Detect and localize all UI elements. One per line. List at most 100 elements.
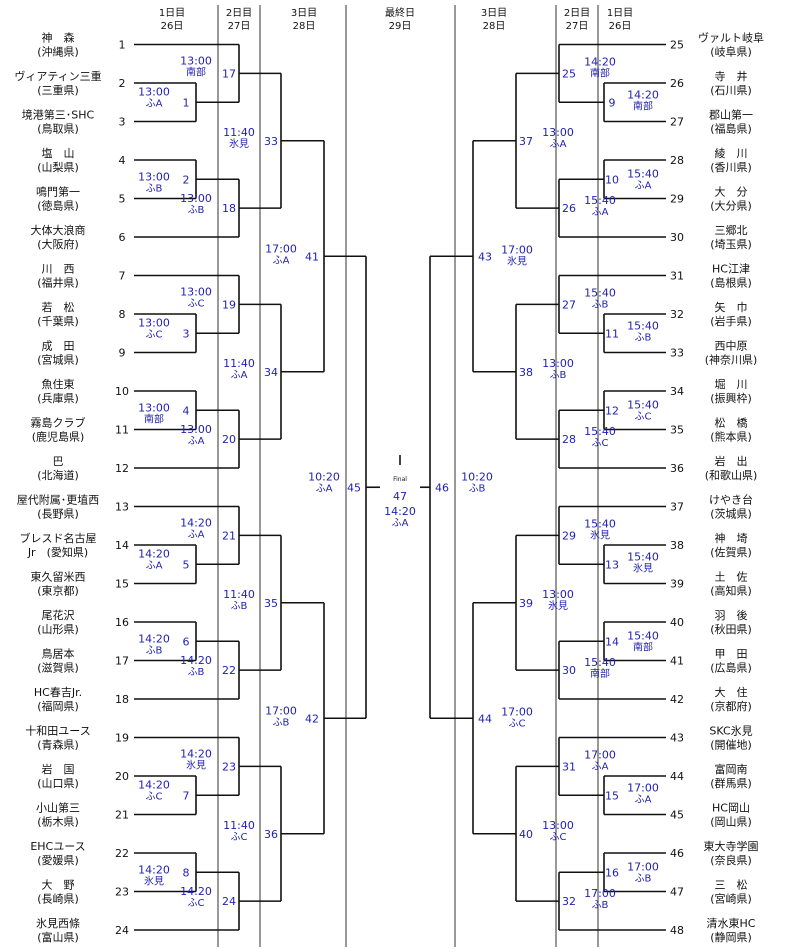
match-37-time: 13:00 [542, 126, 574, 139]
team-prefecture: (広島県) [710, 661, 752, 675]
team-name: 松 橋 [715, 416, 748, 430]
match-27-venue: ふB [592, 298, 609, 310]
match-4-venue: 南部 [144, 412, 164, 425]
team-prefecture: (三重県) [37, 83, 79, 97]
header-day3-date: 28日 [293, 21, 316, 32]
header-day1-date: 26日 [161, 21, 184, 32]
team-name: 魚住東 [42, 377, 75, 391]
match-2-number: 2 [183, 173, 190, 186]
team-name: 鳴門第一 [36, 185, 80, 199]
match-30-number: 30 [562, 664, 576, 677]
team-prefecture: (島根県) [710, 276, 752, 290]
team-name: 三 松 [715, 878, 748, 892]
match-45-time: 10:20 [308, 470, 340, 483]
team-seed-number: 7 [119, 270, 126, 283]
team-name: 堀 川 [715, 378, 748, 391]
team-prefecture: (滋賀県) [37, 662, 79, 675]
match-1-number: 1 [183, 96, 190, 109]
match-13-number: 13 [605, 558, 619, 571]
team-seed-number: 42 [670, 693, 684, 706]
team-seed-number: 6 [119, 231, 126, 244]
match-28-number: 28 [562, 433, 576, 446]
team-seed-number: 9 [119, 347, 126, 360]
match-12-venue: ふC [635, 410, 652, 422]
match-7-venue: ふC [146, 790, 163, 802]
team-prefecture: (茨城県) [710, 507, 752, 521]
match-30-time: 15:40 [584, 656, 616, 669]
header-day1-label: 1日目 [607, 8, 633, 19]
team-name: 境港第三･SHC [22, 108, 95, 122]
match-29-venue: 氷見 [590, 528, 610, 541]
team-seed-number: 1 [119, 39, 126, 52]
match-21-number: 21 [222, 529, 236, 542]
team-name: 川 西 [42, 263, 75, 276]
team-seed-number: 15 [115, 578, 129, 591]
team-prefecture: (高知県) [710, 584, 752, 598]
match-11-number: 11 [605, 327, 619, 340]
match-44-number: 44 [478, 712, 492, 725]
team-name: 綾 川 [715, 147, 748, 160]
match-1-venue: ふA [146, 97, 163, 109]
team-prefecture: (千葉県) [37, 314, 79, 328]
team-name: 小山第三 [36, 801, 80, 815]
team-prefecture: (神奈川県) [705, 353, 758, 367]
team-name: 西中原 [715, 340, 748, 353]
match-24-time: 14:20 [180, 885, 212, 898]
match-16-venue: ふB [635, 872, 652, 884]
team-prefecture: (沖縄県) [37, 45, 79, 59]
team-prefecture: (振興枠) [710, 391, 752, 405]
team-prefecture: (静岡県) [710, 930, 752, 944]
match-43-venue: 氷見 [507, 254, 527, 267]
match-14-number: 14 [605, 635, 619, 648]
match-46-venue: ふB [469, 482, 486, 494]
match-5-venue: ふA [146, 559, 163, 571]
team-prefecture: (群馬県) [710, 776, 752, 790]
match-20-number: 20 [222, 433, 236, 446]
team-seed-number: 18 [115, 693, 129, 706]
match-35-number: 35 [264, 597, 278, 610]
team-name: 大体大浪商 [31, 223, 86, 237]
match-9-time: 14:20 [627, 88, 659, 101]
team-name: 三郷北 [715, 223, 748, 237]
team-seed-number: 22 [115, 847, 129, 860]
header-day1-label: 1日目 [159, 8, 185, 19]
team-seed-number: 3 [119, 116, 126, 129]
match-44-time: 17:00 [501, 705, 533, 718]
match-27-number: 27 [562, 298, 576, 311]
team-name: 若 松 [42, 300, 75, 314]
match-2-venue: ふB [146, 182, 163, 194]
team-seed-number: 26 [670, 77, 684, 90]
match-34-time: 11:40 [223, 357, 255, 370]
team-name: 霧島クラブ [31, 416, 86, 430]
team-seed-number: 21 [115, 809, 129, 822]
match-10-number: 10 [605, 173, 619, 186]
team-prefecture: (岩手県) [710, 314, 752, 328]
header-day3-label: 3日目 [291, 8, 317, 19]
team-prefecture: (長崎県) [37, 892, 79, 906]
team-seed-number: 10 [115, 385, 129, 398]
match-14-venue: 南部 [633, 640, 653, 653]
match-16-time: 17:00 [627, 860, 659, 873]
match-41-venue: ふA [273, 254, 290, 266]
team-name: 矢 巾 [715, 300, 748, 314]
match-32-venue: ふB [592, 899, 609, 911]
team-prefecture: (愛媛県) [37, 853, 79, 867]
header-day2-label: 2日目 [226, 8, 252, 19]
match-15-venue: ふA [635, 793, 652, 805]
match-2-time: 13:00 [138, 170, 170, 183]
team-prefecture: (鹿児島県) [32, 430, 85, 444]
team-prefecture: (北海道) [37, 468, 79, 482]
match-39-time: 13:00 [542, 588, 574, 601]
team-name: ヴィアティン三重 [14, 69, 101, 83]
match-7-number: 7 [183, 789, 190, 802]
header-day3-label: 3日目 [481, 8, 507, 19]
team-name: 尾花沢 [42, 608, 75, 622]
match-17-number: 17 [222, 67, 236, 80]
match-14-time: 15:40 [627, 629, 659, 642]
header-day2-label: 2日目 [564, 8, 590, 19]
match-6-number: 6 [183, 635, 190, 648]
team-seed-number: 37 [670, 501, 684, 514]
match-19-number: 19 [222, 298, 236, 311]
team-seed-number: 4 [119, 154, 126, 167]
